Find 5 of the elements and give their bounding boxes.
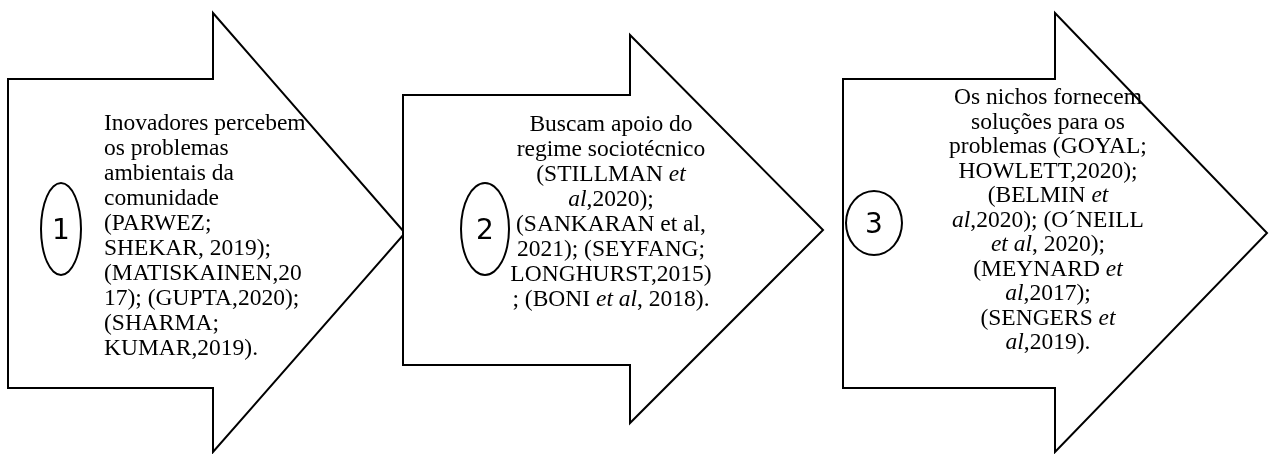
step-text: Buscam apoio do regime sociotécnico (STILLMAN et al,2020); (SANKARAN et al, 2021); (SEYFANG; LONGHURST,2015); (BONI et al, 2018). bbox=[510, 111, 712, 311]
step-text: Inovadores percebem os problemas ambientais da comunidade (PARWEZ; SHEKAR, 2019); (MATISKAINEN,2017); (GUPTA,2020); (SHARMA; KUMAR,2019). bbox=[104, 110, 307, 360]
arrow-shape bbox=[403, 35, 823, 423]
arrow-shape bbox=[843, 13, 1267, 452]
arrow-shape bbox=[8, 13, 405, 452]
